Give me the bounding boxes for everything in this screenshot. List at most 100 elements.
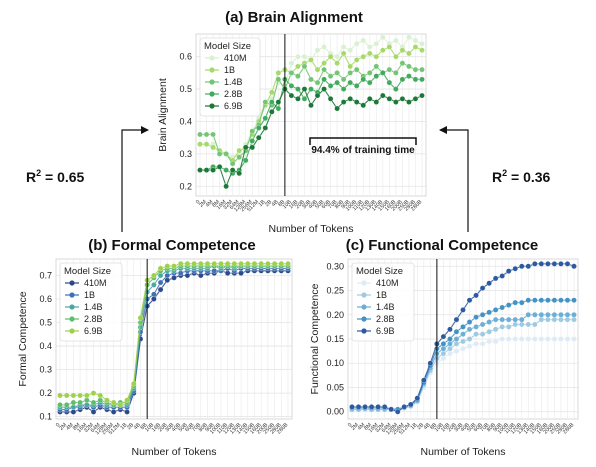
y-tick-label: 0.25	[326, 286, 344, 296]
data-point	[538, 336, 545, 342]
data-point	[412, 76, 419, 83]
data-point	[408, 401, 414, 408]
data-point	[70, 399, 77, 406]
data-point	[285, 260, 291, 267]
data-point	[295, 86, 301, 92]
data-point	[375, 404, 381, 410]
data-point	[486, 328, 492, 335]
y-tick-label: 0.2	[39, 388, 52, 398]
x-tick-label: 8M	[211, 199, 221, 209]
data-point	[57, 392, 63, 399]
x-tick-label: 4B	[271, 199, 280, 208]
data-point	[151, 291, 157, 298]
training-time-label: 94.4% of training time	[311, 145, 415, 156]
data-point	[466, 297, 473, 303]
data-point	[238, 270, 244, 276]
data-point	[532, 261, 538, 267]
data-point	[492, 316, 499, 323]
data-point	[90, 409, 97, 415]
data-point	[249, 144, 255, 151]
data-point	[505, 336, 512, 342]
x-tick-label: 8B	[429, 422, 438, 431]
data-point	[198, 272, 204, 279]
data-point	[380, 34, 386, 40]
data-point	[525, 336, 532, 342]
data-point	[63, 402, 70, 408]
chart-a-title: (a) Brain Alignment	[225, 9, 363, 26]
data-point	[373, 63, 380, 70]
data-point	[321, 76, 327, 83]
data-point	[203, 131, 210, 138]
data-point	[84, 397, 90, 403]
data-point	[473, 324, 479, 330]
data-point	[63, 392, 70, 399]
chart-c-title: (c) Functional Competence	[346, 237, 539, 254]
data-point	[460, 331, 466, 337]
data-point	[347, 47, 353, 53]
x-tick-label: 2B	[126, 422, 135, 431]
bracket-line	[309, 137, 417, 145]
data-point	[334, 105, 340, 112]
data-point	[394, 408, 401, 415]
x-tick-label: 80B	[486, 422, 497, 433]
data-point	[271, 260, 278, 267]
r2-right-value: = 0.36	[507, 169, 550, 185]
data-point	[151, 282, 157, 288]
y-tick-label: 0.5	[39, 318, 52, 328]
data-point	[256, 134, 262, 141]
y-tick-label: 0.10	[326, 358, 344, 368]
data-point	[327, 83, 334, 89]
data-point	[412, 66, 419, 73]
data-point	[558, 261, 564, 267]
data-point	[460, 324, 466, 330]
x-tick-label: 2M	[198, 199, 208, 209]
data-point	[198, 260, 204, 267]
data-point	[249, 128, 255, 134]
x-tick-label: 8M	[363, 422, 373, 432]
data-point	[486, 338, 492, 345]
x-tick-label: 1B	[258, 199, 267, 208]
data-point	[242, 157, 249, 164]
data-point	[57, 402, 63, 408]
data-point	[473, 292, 479, 299]
data-point	[525, 312, 532, 318]
x-tick-label: 30B	[453, 422, 464, 433]
data-point	[447, 336, 453, 342]
x-tick-label: 30B	[301, 199, 312, 210]
data-point	[308, 86, 314, 92]
x-tick-label: 20B	[447, 422, 458, 433]
data-point	[427, 360, 434, 366]
x-tick-label: 0	[55, 422, 61, 428]
data-point	[353, 57, 360, 63]
legend-marker	[361, 304, 367, 310]
data-point	[275, 70, 282, 76]
data-point	[545, 316, 551, 323]
data-point	[440, 333, 447, 340]
data-point	[419, 40, 425, 47]
data-point	[308, 57, 314, 63]
data-point	[308, 102, 314, 109]
legend-label: 2.8B	[376, 314, 395, 324]
legend-label: 1.4B	[84, 302, 103, 312]
data-point	[571, 312, 577, 318]
data-point	[525, 321, 532, 328]
data-point	[447, 350, 453, 357]
x-tick-label: 0	[195, 199, 201, 205]
data-point	[164, 272, 171, 279]
data-point	[545, 297, 551, 303]
data-point	[564, 336, 571, 342]
data-point	[564, 316, 571, 323]
data-point	[492, 307, 499, 313]
x-tick-label: 2B	[416, 422, 425, 431]
data-point	[367, 70, 373, 76]
x-tick-label: 60B	[473, 422, 484, 433]
data-point	[288, 92, 295, 99]
data-point	[360, 102, 366, 109]
data-point	[453, 316, 460, 323]
data-point	[373, 73, 380, 79]
data-point	[224, 260, 231, 267]
data-point	[77, 392, 83, 399]
data-point	[421, 377, 427, 383]
data-point	[236, 147, 242, 154]
